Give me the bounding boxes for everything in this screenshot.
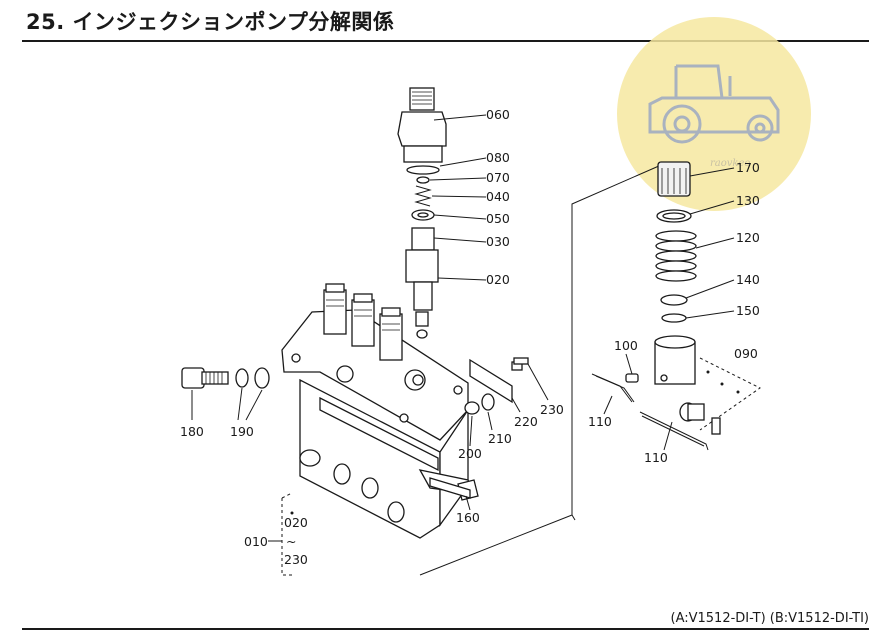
right-small-parts [429, 357, 529, 499]
bottom-rule [22, 628, 869, 630]
label-020-range: 020 [284, 515, 308, 530]
svg-text:raovkeo: raovkeo [710, 158, 750, 169]
label-150: 150 [736, 303, 760, 318]
delivery-valve-stack [397, 87, 447, 339]
page-title: 25. インジェクションポンプ分解関係 [26, 10, 395, 34]
label-170: 170 [736, 160, 760, 175]
label-230-range: 230 [284, 552, 308, 567]
label-230-upper: 230 [540, 402, 564, 417]
label-180: 180 [180, 424, 204, 439]
watermark-logo: raovkeo [617, 17, 811, 211]
label-120: 120 [736, 230, 760, 245]
label-130: 130 [736, 193, 760, 208]
label-090: 090 [734, 346, 758, 361]
banjo-bolt-washers [181, 367, 270, 389]
label-110-upper: 110 [588, 414, 612, 429]
label-050: 050 [486, 211, 510, 226]
label-070: 070 [486, 170, 510, 185]
label-030: 030 [486, 234, 510, 249]
label-060: 060 [486, 107, 510, 122]
label-080: 080 [486, 150, 510, 165]
range-mark: ~ [286, 534, 296, 549]
label-140: 140 [736, 272, 760, 287]
label-220: 220 [514, 414, 538, 429]
label-040: 040 [486, 189, 510, 204]
leader-lines [281, 161, 761, 576]
label-leaders [191, 114, 735, 542]
label-100: 100 [614, 338, 638, 353]
label-160: 160 [456, 510, 480, 525]
label-210: 210 [488, 431, 512, 446]
label-020: 020 [486, 272, 510, 287]
label-190: 190 [230, 424, 254, 439]
governor-parts [290, 161, 740, 515]
label-010: 010 [244, 534, 268, 549]
label-200: 200 [458, 446, 482, 461]
label-110-lower: 110 [644, 450, 668, 465]
part-labels: 060 080 070 040 050 030 020 170 130 120 … [180, 107, 760, 567]
title-rule [22, 40, 869, 42]
pump-housing [281, 283, 479, 539]
model-applicability-note: (A:V1512-DI-T) (B:V1512-DI-TI) [670, 611, 870, 626]
